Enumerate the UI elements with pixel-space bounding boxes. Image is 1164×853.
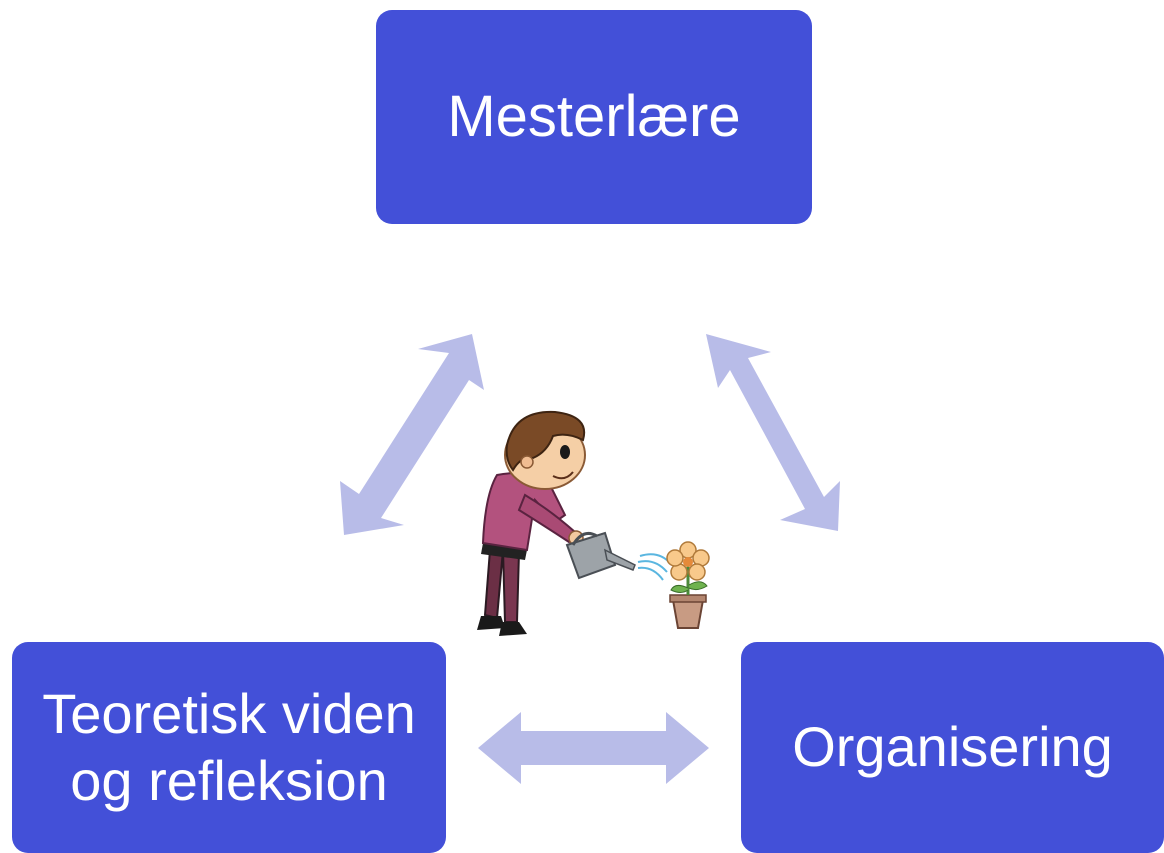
node-teoretisk-viden-line1: Teoretisk viden [42,682,416,746]
node-organisering-label: Organisering [792,715,1113,779]
arrow-top-left-bidirectional [340,334,484,535]
node-teoretisk-viden-label: Teoretisk viden og refleksion [42,681,416,813]
arrow-horizontal-bidirectional [478,712,709,784]
person-watering-flower-icon [477,410,710,636]
node-mesterlaere: Mesterlære [376,10,812,224]
node-organisering: Organisering [741,642,1164,853]
arrow-top-right-bidirectional [706,334,840,531]
node-teoretisk-viden-line2: og refleksion [70,748,388,812]
node-mesterlaere-label: Mesterlære [447,83,741,149]
node-teoretisk-viden: Teoretisk viden og refleksion [12,642,446,853]
